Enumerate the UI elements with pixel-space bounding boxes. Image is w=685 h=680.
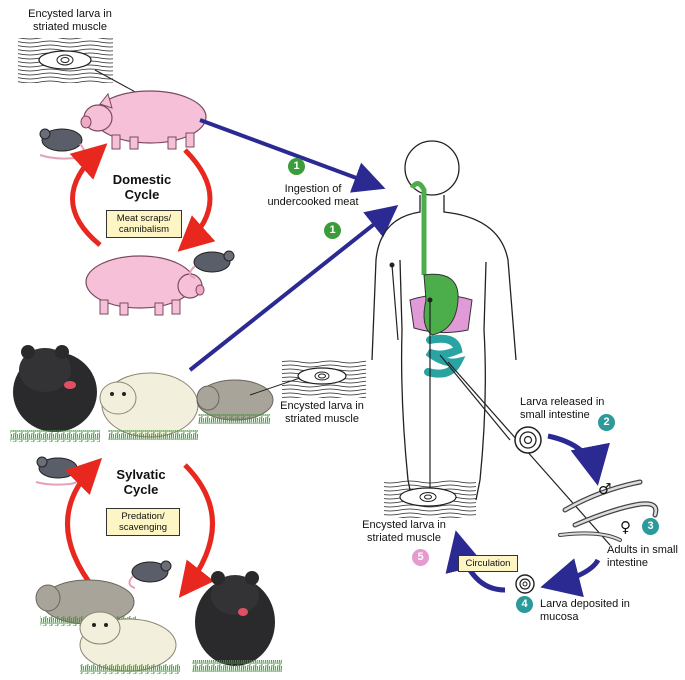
step-badge-4: 4 [516,596,533,613]
label-ingestion: Ingestion of undercooked meat [267,183,359,208]
label-larva-deposited: Larva deposited in mucosa [540,598,630,623]
circulation-box: Circulation [458,555,518,572]
polar-bear-icon [79,611,180,674]
step-badge-3: 3 [642,518,659,535]
domestic-cycle-arrow-left [69,143,108,247]
arrow-to-mucosa [540,558,601,598]
polar-bear-icon [99,372,199,440]
step-badge-1: 1 [324,222,341,239]
coiled-larva-icon [514,426,542,454]
digestive-tract [409,181,473,378]
pointer-line [439,354,511,441]
adult-worms-icon [558,479,659,542]
muscle-tissue-icon [282,360,366,398]
human-figure [371,140,517,501]
step-badge-5: 5 [412,549,429,566]
sylvatic-cycle-arrow-right [178,463,215,598]
domestic-transmission-box: Meat scraps/ cannibalism [106,210,182,238]
label-encysted-mid: Encysted larva in striated muscle [280,400,364,425]
ingestion-arrow-domestic [199,118,386,193]
black-bear-icon [10,345,100,442]
rat-icon [128,560,172,589]
label-encysted-human: Encysted larva in striated muscle [362,519,446,544]
sylvatic-cycle-title: Sylvatic Cycle [116,467,166,497]
female-symbol: ♀ [620,518,631,536]
pointer-line [391,264,399,341]
male-symbol: ♂ [598,480,612,498]
walrus-icon [196,379,274,424]
muscle-tissue-icon [18,38,113,83]
step-badge-1: 1 [288,158,305,175]
sylvatic-transmission-box: Predation/ scavenging [106,508,180,536]
circulation-arrow [445,530,506,593]
black-bear-icon [192,571,282,672]
domestic-cycle-arrow-right [177,148,216,252]
coiled-larva-icon [515,574,535,594]
rat-icon [39,128,85,160]
sylvatic-cycle-arrow-left [64,457,103,592]
label-encysted-top: Encysted larva in striated muscle [28,8,112,33]
step-badge-2: 2 [598,414,615,431]
ingestion-arrow-sylvatic [188,205,399,372]
domestic-cycle-title: Domestic Cycle [112,172,172,202]
pig-icon [85,255,205,316]
label-adults: Adults in small intestine [607,544,678,569]
rat-icon [35,456,80,486]
rat-icon [189,250,235,279]
label-larva-released: Larva released in small intestine [520,396,605,421]
arrow-to-adults [547,433,610,486]
muscle-tissue-icon [384,480,476,518]
pig-icon [80,90,207,150]
pointer-line [249,377,301,396]
